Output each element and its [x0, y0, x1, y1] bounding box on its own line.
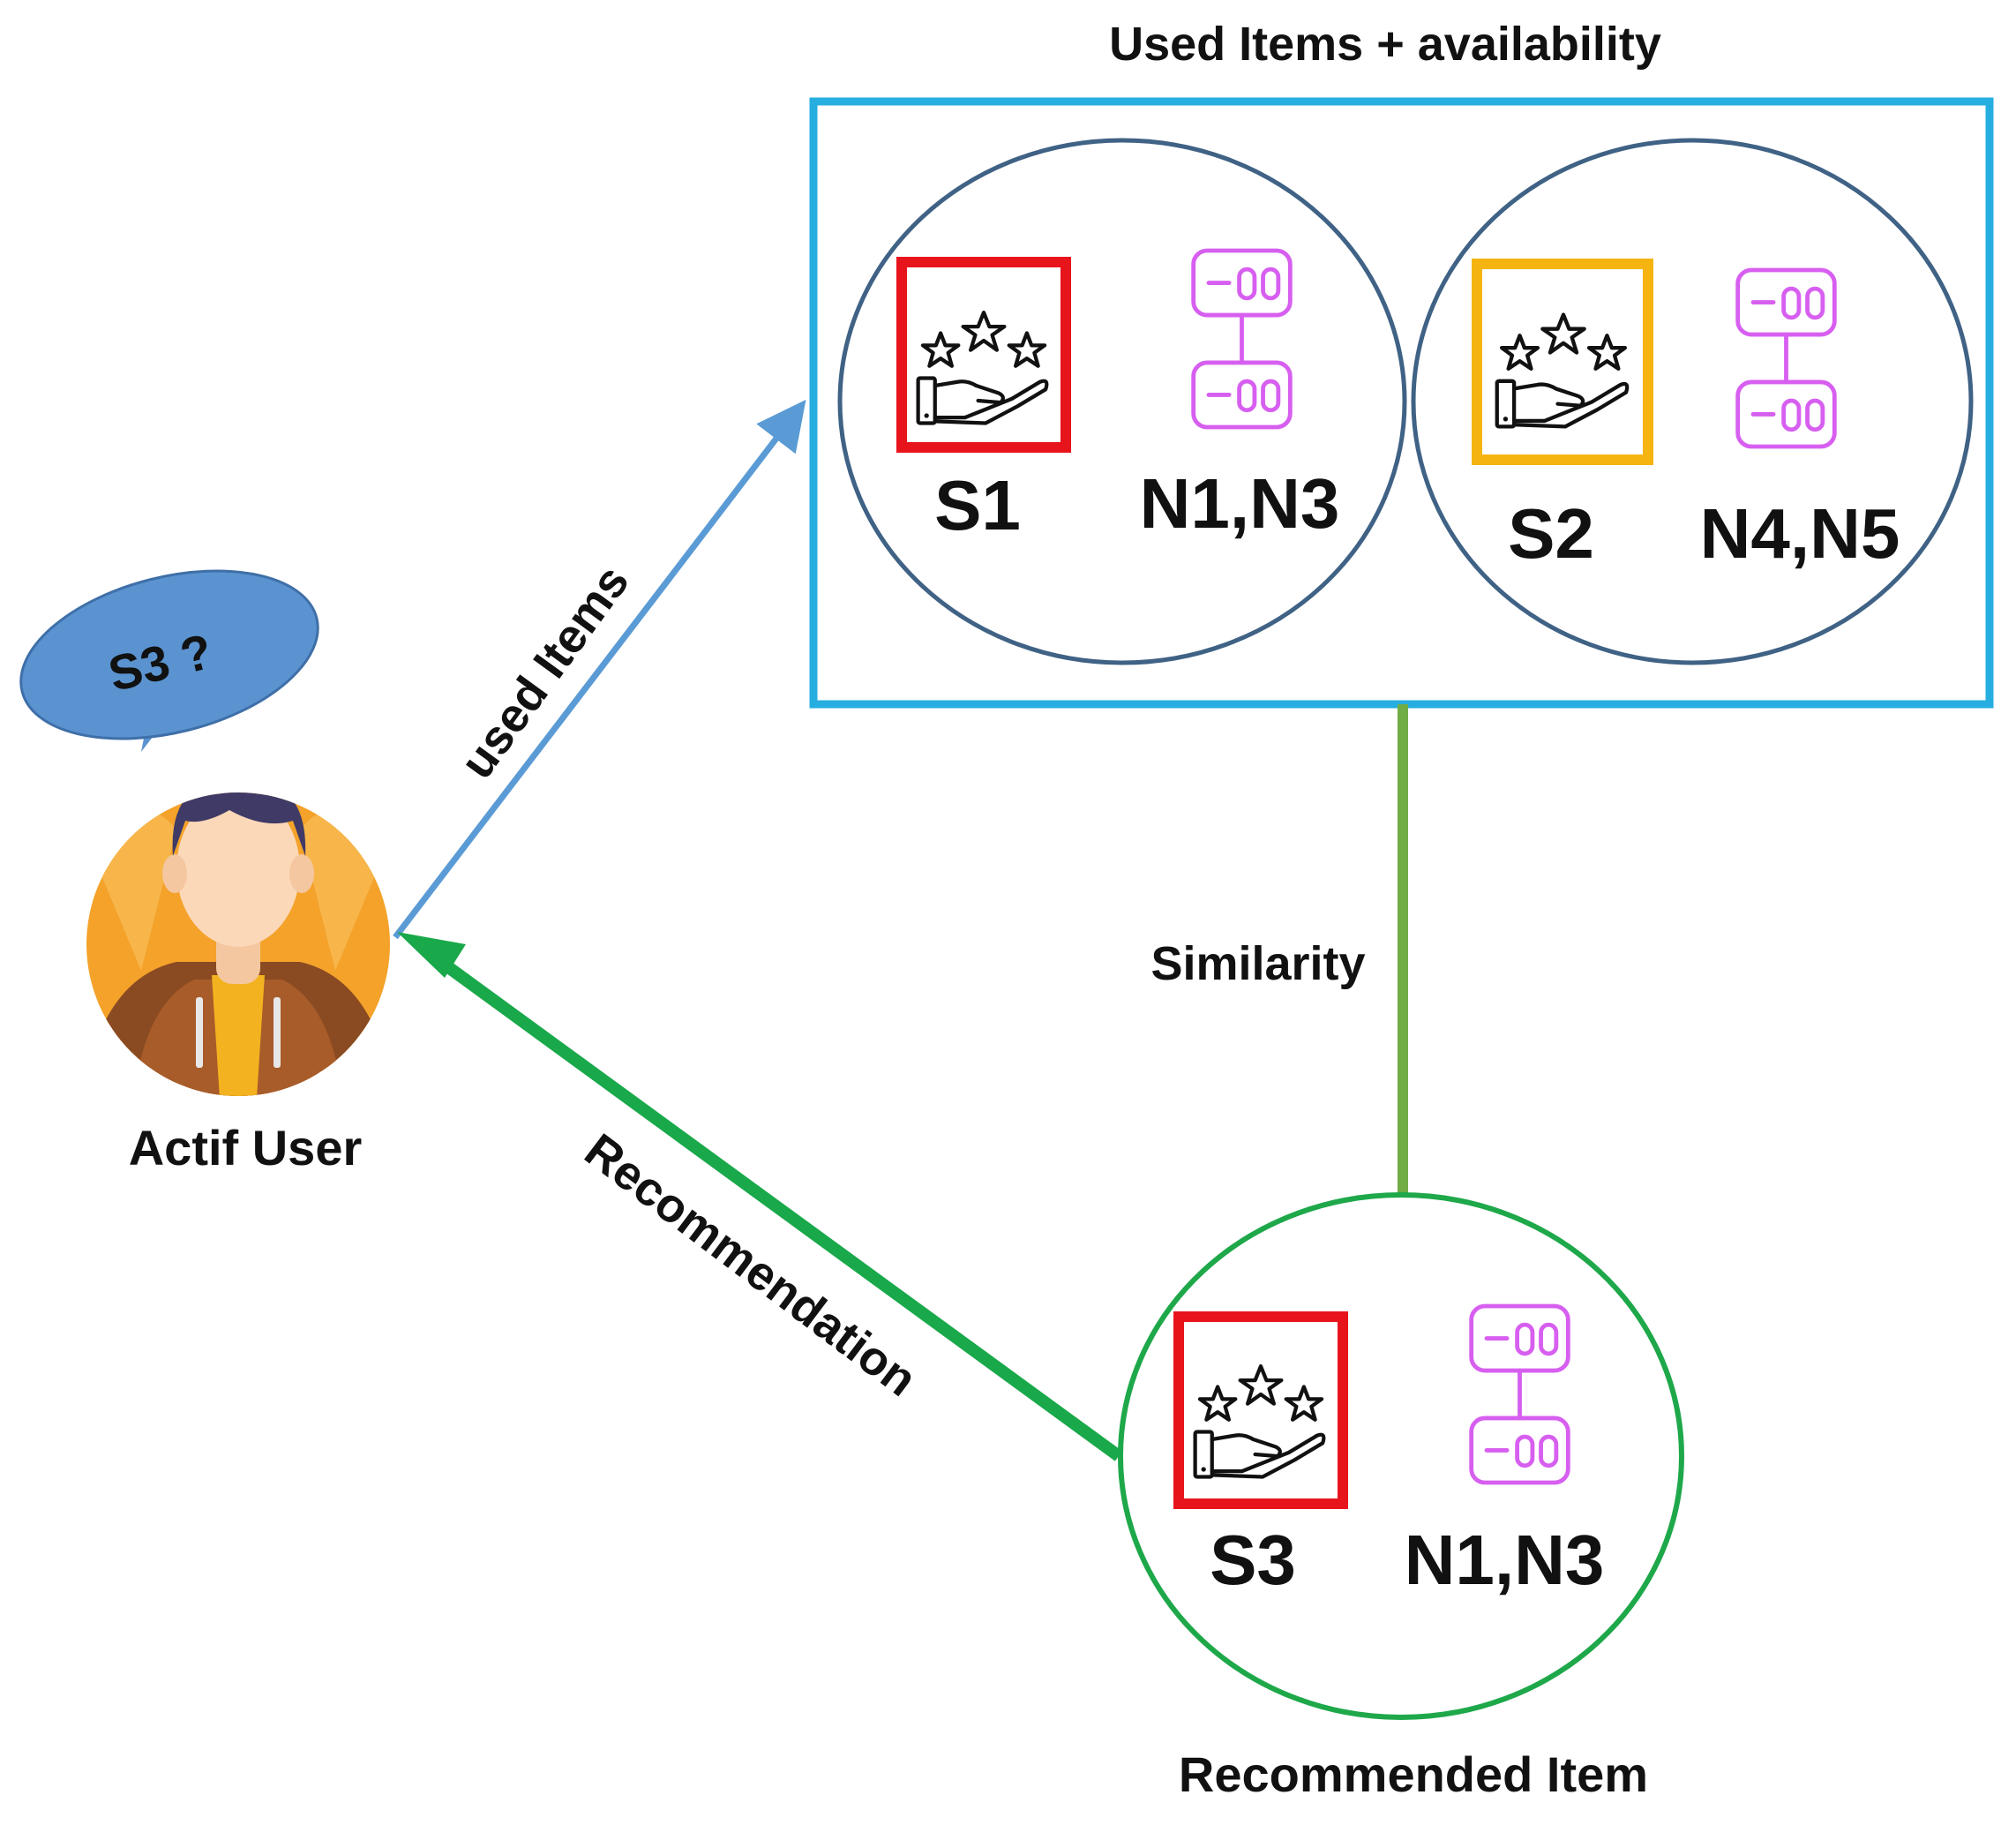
service-frame: [1472, 259, 1653, 465]
speech-bubble: S3 ?: [19, 569, 319, 752]
item-circle: [1411, 138, 1974, 665]
service-label: S2: [1508, 494, 1594, 573]
server-icon: [1472, 1306, 1569, 1483]
service-label: S1: [934, 466, 1021, 544]
used-items-box-title: Used Items + availability: [1109, 18, 1661, 71]
user-label: Actif User: [129, 1120, 363, 1175]
recommendation-arrowhead: [397, 932, 466, 978]
server-icon: [1738, 270, 1835, 447]
service-frame: [1173, 1311, 1348, 1509]
item-circle: [837, 138, 1407, 665]
used-item-s1: S1 N1,N3: [837, 138, 1407, 665]
nodes-label: N1,N3: [1140, 464, 1340, 543]
used-item-s2: S2 N4,N5: [1411, 138, 1974, 665]
recommended-item-s3: S3 N1,N3: [1118, 1192, 1684, 1720]
service-label: S3: [1210, 1521, 1296, 1599]
recommendation-edge-label: Recommendation: [575, 1123, 926, 1407]
used-items-edge-label: used Items: [450, 556, 639, 788]
nodes-label: N1,N3: [1405, 1521, 1605, 1599]
user-avatar-icon: [86, 792, 390, 1096]
recommended-item-title: Recommended Item: [1179, 1746, 1648, 1802]
similarity-edge-label: Similarity: [1150, 937, 1365, 990]
recommendation-arrow: [437, 957, 1123, 1461]
service-frame: [896, 257, 1071, 453]
used-items-arrow: [393, 399, 806, 940]
nodes-label: N4,N5: [1700, 494, 1900, 573]
item-circle: [1118, 1192, 1684, 1720]
server-icon: [1194, 251, 1291, 427]
